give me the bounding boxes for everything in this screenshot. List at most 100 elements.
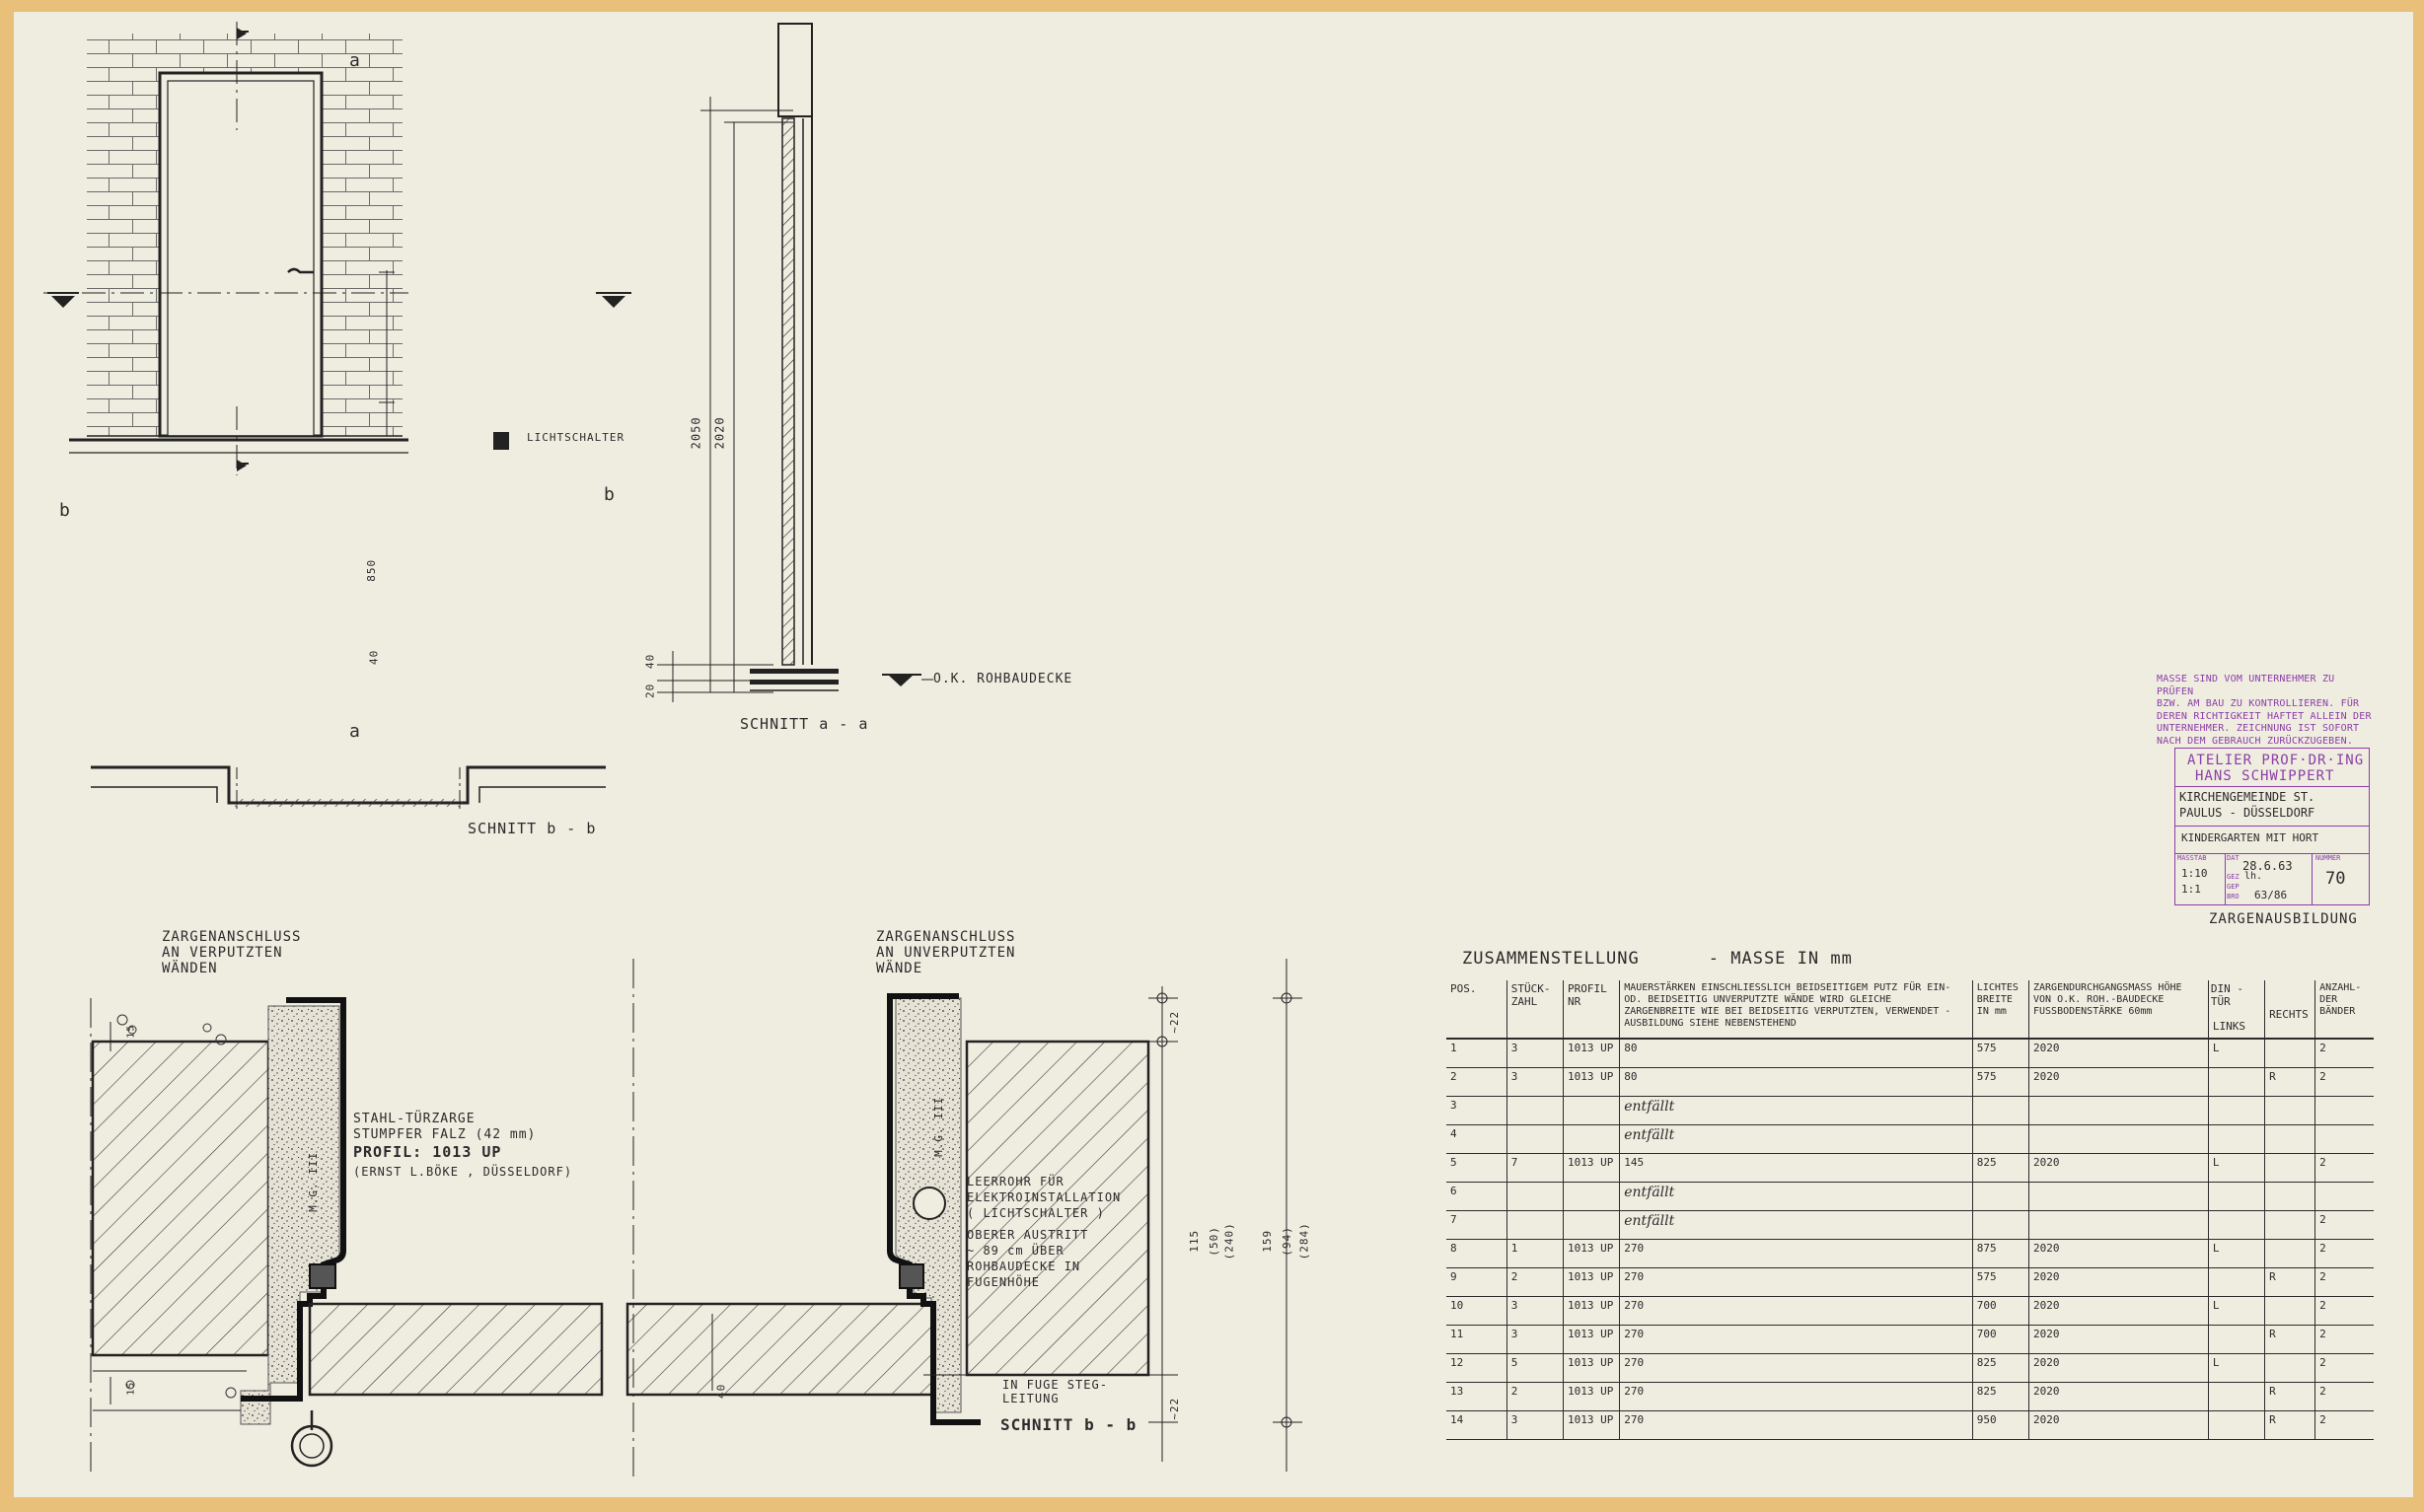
- cell-rechts: [2264, 1210, 2315, 1240]
- cell-width: 700: [1971, 1325, 2029, 1354]
- dim-115: 115: [1188, 1229, 1202, 1253]
- schedule-subtitle: - MASSE IN mm: [1708, 949, 1853, 969]
- cell-height: 2020: [2028, 1382, 2209, 1411]
- cell-count: 2: [1506, 1267, 1564, 1297]
- cell-height: 2020: [2028, 1296, 2209, 1326]
- cell-profile: 1013 UP: [1562, 1153, 1620, 1183]
- light-switch: [493, 432, 509, 450]
- dim-15-bottom: 15: [125, 1381, 137, 1396]
- cell-rechts: [2264, 1039, 2315, 1068]
- dim-40-detail: 40: [714, 1383, 728, 1399]
- lintel-soldier: [160, 34, 322, 77]
- cell-links: L: [2207, 1153, 2265, 1183]
- schedule-title: ZUSAMMENSTELLUNG - MASSE IN mm: [1462, 949, 1853, 969]
- section-mark-b-right: b: [604, 484, 616, 505]
- cell-profile: [1562, 1210, 1620, 1240]
- date-value: 28.6.63: [2242, 859, 2293, 873]
- mortar-label-right: M.G. III: [932, 1096, 946, 1157]
- dim-2020: 2020: [712, 416, 727, 450]
- col-count: STÜCK-ZAHL: [1506, 980, 1564, 1040]
- cell-rechts: R: [2264, 1067, 2315, 1097]
- cell-profile: [1562, 1124, 1620, 1154]
- cell-count: 3: [1506, 1067, 1564, 1097]
- cell-pos: 12: [1446, 1353, 1507, 1383]
- scale-2: 1:1: [2181, 883, 2201, 896]
- detail-right: [625, 959, 1302, 1472]
- door-leaf: [167, 80, 315, 437]
- door-handle: [287, 267, 314, 274]
- cell-count: [1506, 1182, 1564, 1211]
- schedule-title-text: ZUSAMMENSTELLUNG: [1462, 949, 1640, 969]
- dim-22-top: ~22: [1168, 1010, 1182, 1034]
- dim-40-elevation: 40: [367, 649, 381, 665]
- cell-height: 2020: [2028, 1353, 2209, 1383]
- cell-rechts: R: [2264, 1382, 2315, 1411]
- conduit-label-3: ( LICHTSCHALTER ): [967, 1206, 1105, 1220]
- liability-stamp: MASSE SIND VOM UNTERNEHMER ZU PRÜFEN BZW…: [2157, 674, 2374, 748]
- cell-wall: 145: [1619, 1153, 1973, 1183]
- col-wall: MAUERSTÄRKEN EINSCHLIESSLICH BEIDSEITIGE…: [1619, 980, 1973, 1040]
- steel-frame-right: [887, 993, 981, 1425]
- cell-links: [2207, 1325, 2265, 1354]
- cell-hinges: 2: [2314, 1153, 2374, 1183]
- cell-height: 2020: [2028, 1410, 2209, 1440]
- cell-links: [2207, 1410, 2265, 1440]
- dim-850: 850: [365, 558, 379, 582]
- cell-width: 575: [1971, 1039, 2029, 1068]
- cell-width: [1971, 1210, 2029, 1240]
- dim-159: 159: [1261, 1229, 1275, 1253]
- technical-drawing: [43, 22, 1302, 1481]
- brick-wall-left: [87, 34, 160, 436]
- liability-line-3: DEREN RICHTIGKEIT HAFTET ALLEIN DER: [2157, 710, 2372, 722]
- cell-pos: 11: [1446, 1325, 1507, 1354]
- cell-pos: 1: [1446, 1039, 1507, 1068]
- dim-115-sub: (50): [1207, 1226, 1220, 1257]
- cell-rechts: [2264, 1153, 2315, 1183]
- dim-159-sub2: (284): [1297, 1222, 1311, 1260]
- cell-width: 700: [1971, 1296, 2029, 1326]
- cell-count: [1506, 1124, 1564, 1154]
- cell-wall: 270: [1619, 1325, 1973, 1354]
- cell-wall: 270: [1619, 1382, 1973, 1411]
- table-row: 4 entfällt: [1446, 1124, 2374, 1154]
- cell-rechts: [2264, 1239, 2315, 1268]
- dim-159-sub: (94): [1280, 1226, 1293, 1257]
- drawing-number: 70: [2325, 869, 2346, 889]
- cell-width: 825: [1971, 1153, 2029, 1183]
- cell-pos: 4: [1446, 1124, 1507, 1154]
- cell-wall: entfällt: [1619, 1210, 1973, 1240]
- light-switch-label: LICHTSCHALTER: [527, 431, 625, 444]
- cell-wall: entfällt: [1619, 1124, 1973, 1154]
- cell-profile: 1013 UP: [1562, 1239, 1620, 1268]
- checked-label: GEP: [2227, 883, 2240, 891]
- cell-hinges: 2: [2314, 1353, 2374, 1383]
- profile-label: PROFIL: 1013 UP: [353, 1143, 502, 1161]
- section-mark-a-top: a: [349, 50, 361, 71]
- cell-rechts: [2264, 1096, 2315, 1125]
- brick-wall-right: [322, 34, 403, 436]
- section-b-arrow-right: [602, 296, 625, 308]
- dim-22-bottom: ~22: [1168, 1397, 1182, 1420]
- col-rechts: RECHTS: [2264, 980, 2315, 1040]
- office-no-label: BRO: [2227, 893, 2240, 900]
- cell-width: [1971, 1096, 2029, 1125]
- cell-links: [2207, 1182, 2265, 1211]
- cell-count: 3: [1506, 1410, 1564, 1440]
- cell-height: 2020: [2028, 1039, 2209, 1068]
- scale-1: 1:10: [2181, 867, 2208, 880]
- cell-rechts: [2264, 1296, 2315, 1326]
- detail-right-title-3: WÄNDE: [876, 961, 923, 976]
- frame-label-1: STAHL-TÜRZARGE: [353, 1112, 476, 1126]
- frame-label-2: STUMPFER FALZ (42 mm): [353, 1127, 537, 1142]
- conduit-label-6: ROHBAUDECKE IN: [967, 1260, 1081, 1273]
- cell-links: L: [2207, 1296, 2265, 1326]
- cell-profile: [1562, 1182, 1620, 1211]
- dim-15-top: 15: [125, 1024, 137, 1039]
- cell-hinges: [2314, 1124, 2374, 1154]
- col-rechts-label: RECHTS: [2269, 1008, 2309, 1021]
